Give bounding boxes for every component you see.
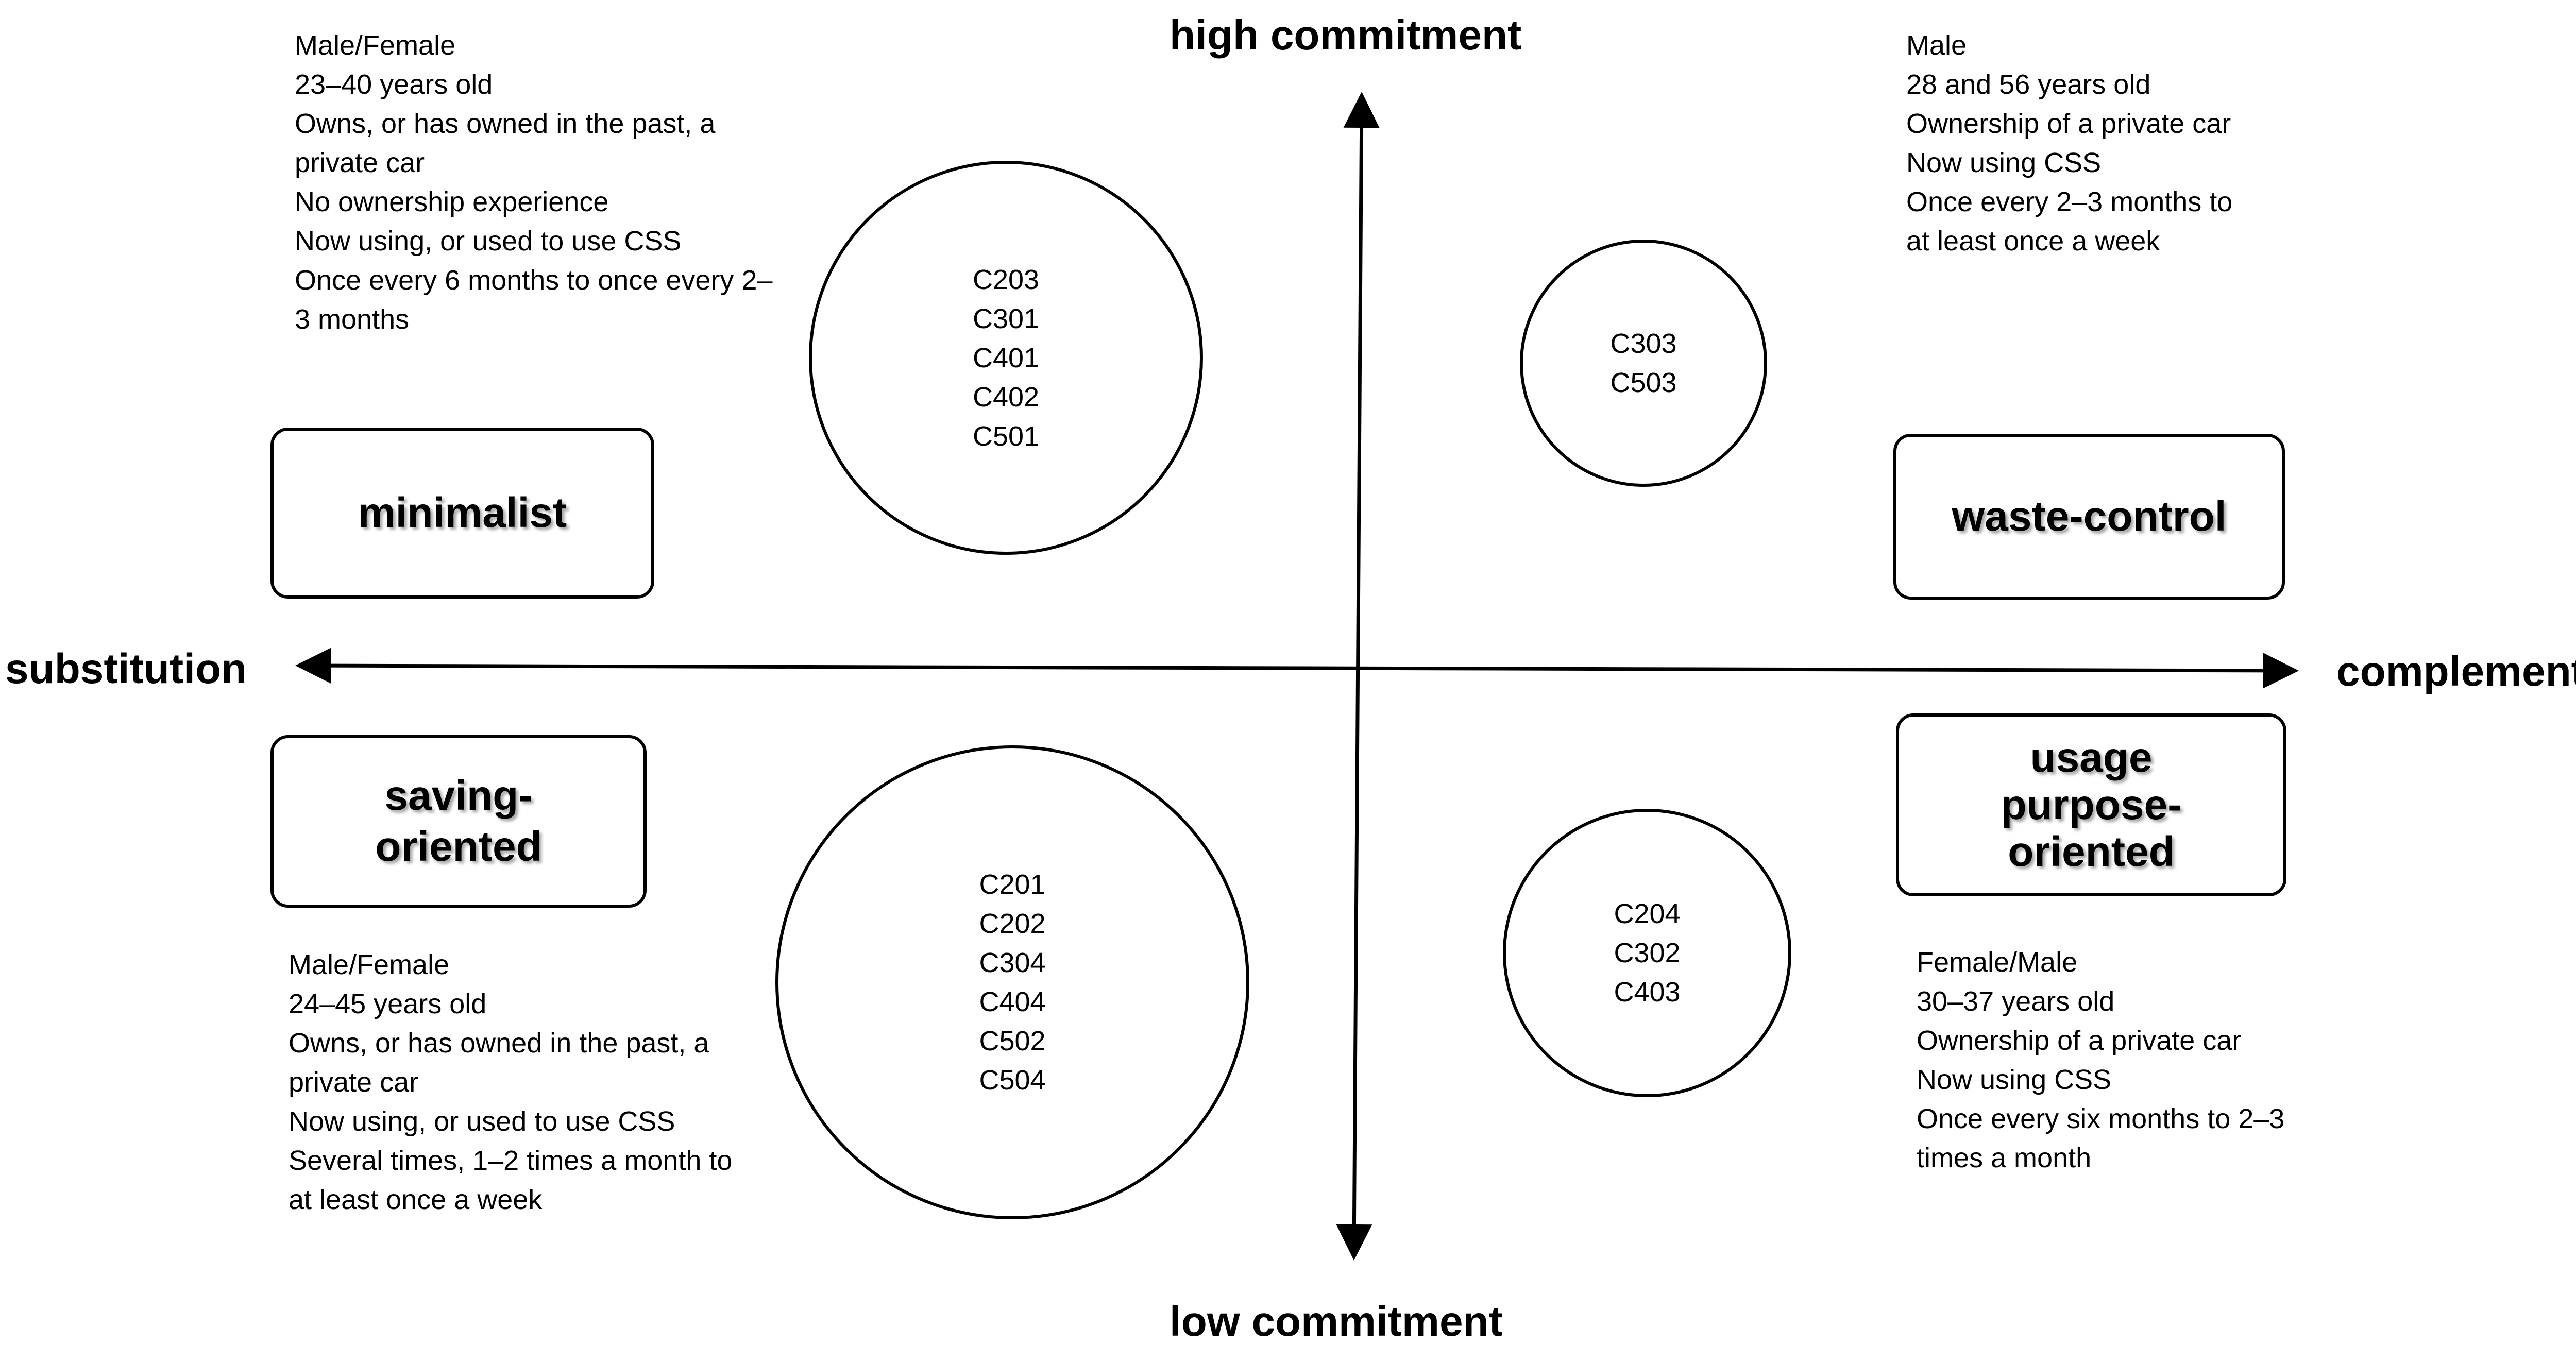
description-line: Now using CSS [1917,1064,2112,1095]
description-saving-oriented: Male/Female 24–45 years old Owns, or has… [289,945,732,1219]
case-code: C201 [979,869,1046,900]
axis-label-left: substitution [5,645,247,692]
case-code: C403 [1614,977,1681,1008]
description-usage-purpose-oriented: Female/Male 30–37 years old Ownership of… [1917,943,2284,1178]
description-line: Male/Female [289,949,450,980]
case-code: C501 [972,420,1040,452]
cluster-circle-saving-oriented: C201 C202 C304 C404 C502 C504 [775,745,1249,1219]
description-minimalist: Male/Female 23–40 years old Owns, or has… [295,26,773,339]
case-code: C202 [979,908,1046,939]
case-code-list: C204 C302 C403 [1614,894,1680,1012]
description-line: times a month [1917,1143,2092,1173]
case-code-list: C203 C301 C401 C402 C501 [973,260,1039,456]
description-line: 30–37 years old [1917,986,2115,1017]
cluster-circle-minimalist: C203 C301 C401 C402 C501 [809,161,1203,555]
description-line: at least once a week [1906,226,2160,257]
description-line: private car [289,1067,419,1098]
case-code: C401 [972,342,1040,373]
description-waste-control: Male 28 and 56 years old Ownership of a … [1906,26,2232,261]
case-code: C204 [1614,898,1681,929]
description-line: Male/Female [295,30,456,61]
description-line: Now using CSS [1906,147,2102,178]
description-line: Now using, or used to use CSS [295,226,682,257]
description-line: 28 and 56 years old [1906,69,2151,100]
description-line: Now using, or used to use CSS [289,1106,675,1137]
description-line: No ownership experience [295,186,609,217]
case-code: C203 [972,264,1040,295]
case-code: C504 [979,1065,1046,1096]
horizontal-axis [295,648,2299,689]
description-line: Male [1906,30,1967,61]
description-line: Once every 2–3 months to [1906,186,2233,217]
axis-label-top: high commitment [1170,12,1522,59]
quadrant-box-usage-purpose-oriented: usage purpose- oriented [1896,713,2286,896]
description-line: Several times, 1–2 times a month to [289,1145,733,1176]
quadrant-box-minimalist: minimalist [270,428,654,599]
case-code: C304 [979,947,1046,978]
description-line: Owns, or has owned in the past, a [289,1028,709,1059]
quadrant-label-usage-purpose-oriented: usage purpose- oriented [2001,734,2182,876]
quadrant-label-saving-oriented: saving- oriented [375,772,542,870]
case-code-list: C303 C503 [1610,324,1676,402]
quadrant-box-saving-oriented: saving- oriented [270,735,647,908]
description-line: Owns, or has owned in the past, a [295,108,716,139]
quadrant-label-waste-control: waste-control [1952,492,2227,540]
case-code: C404 [979,986,1046,1017]
case-code: C503 [1610,367,1677,398]
case-code-list: C201 C202 C304 C404 C502 C504 [979,865,1045,1100]
description-line: private car [295,147,425,178]
description-line: at least once a week [289,1184,543,1215]
case-code: C502 [979,1026,1046,1057]
axis-label-bottom: low commitment [1170,1298,1503,1345]
quadrant-label-minimalist: minimalist [358,489,567,536]
cluster-circle-usage-purpose-oriented: C204 C302 C403 [1503,809,1791,1097]
cluster-circle-waste-control: C303 C503 [1520,240,1767,487]
case-code: C402 [972,381,1040,413]
quadrant-box-waste-control: waste-control [1893,434,2285,600]
case-code: C301 [972,303,1040,334]
case-code: C302 [1614,938,1681,968]
description-line: 23–40 years old [295,69,493,100]
case-code: C303 [1610,328,1677,359]
description-line: Ownership of a private car [1917,1025,2242,1056]
description-line: Once every 6 months to once every 2– [295,265,773,296]
description-line: Once every six months to 2–3 [1917,1103,2285,1134]
description-line: Ownership of a private car [1906,108,2231,139]
description-line: Female/Male [1917,947,2078,978]
description-line: 24–45 years old [289,989,487,1019]
vertical-axis [1336,92,1380,1261]
description-line: 3 months [295,304,410,335]
axis-label-right: complementary [2336,648,2576,695]
